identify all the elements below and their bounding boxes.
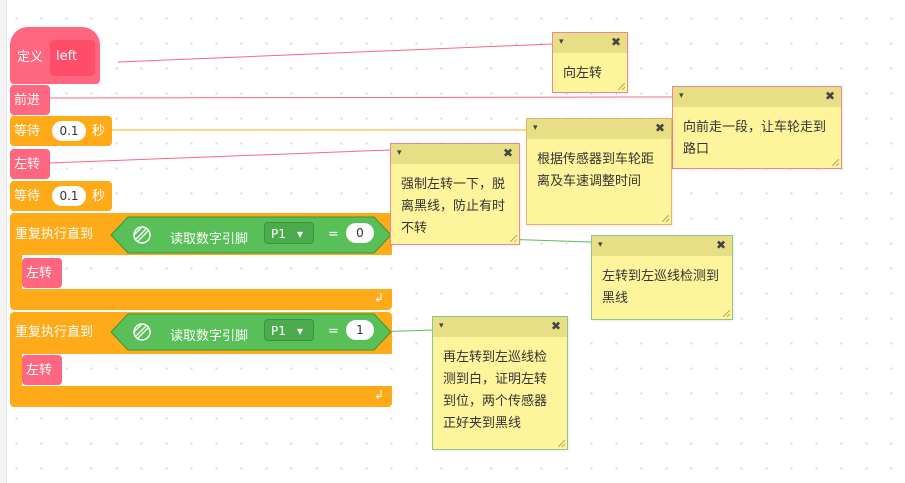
resize-handle-icon[interactable] (723, 310, 730, 317)
comment-header[interactable] (673, 87, 841, 107)
comment-text[interactable]: 向前走一段，让车轮走到路口 (683, 120, 827, 157)
collapse-icon[interactable]: ▾ (533, 123, 538, 133)
pin-value-2: P1 (271, 324, 286, 338)
wait-unit-2: 秒 (92, 189, 106, 204)
sensor-condition-1[interactable] (110, 216, 392, 254)
wait-label: 等待 (14, 124, 41, 139)
comment-link-define (117, 43, 553, 63)
pin-dropdown-2[interactable]: P1 ▾ (264, 319, 314, 341)
resize-handle-icon[interactable] (832, 159, 839, 166)
repeat-label-2: 重复执行直到 (15, 325, 94, 340)
wait-block[interactable]: 等待 0.1 秒 (10, 116, 112, 146)
close-icon[interactable]: ✖ (715, 238, 726, 252)
comment-link-turn (49, 149, 391, 164)
compare-value-input-1[interactable]: 0 (346, 223, 374, 243)
repeat-body-label-2: 左转 (26, 363, 53, 378)
repeat-body-turn-left-1[interactable]: 左转 (22, 258, 62, 288)
light-sensor-icon-2 (133, 323, 151, 341)
close-icon[interactable]: ✖ (502, 146, 513, 160)
wait-block-2[interactable]: 等待 0.1 秒 (10, 181, 112, 211)
collapse-icon[interactable]: ▾ (598, 240, 603, 250)
comment-text[interactable]: 再左转到左巡线检测到白，证明左转到位，两个传感器正好夹到黑线 (443, 350, 548, 431)
comment-header[interactable] (433, 317, 567, 337)
loop-arrow-icon: ↲ (373, 291, 384, 305)
close-icon[interactable]: ✖ (610, 35, 621, 49)
loop-arrow-icon-2: ↲ (373, 388, 384, 402)
collapse-icon[interactable]: ▾ (559, 37, 564, 47)
compare-value-input-2[interactable]: 1 (346, 320, 374, 340)
comment-text[interactable]: 强制左转一下，脱离黑线，防止有时不转 (401, 177, 506, 236)
chevron-down-icon-2: ▾ (297, 324, 304, 338)
comment-text[interactable]: 根据传感器到车轮距离及车速调整时间 (537, 152, 655, 189)
wait-unit: 秒 (92, 124, 106, 139)
define-name-box[interactable]: left (50, 40, 95, 76)
repeat-footer-2: ↲ (10, 386, 392, 407)
resize-handle-icon[interactable] (662, 215, 669, 222)
turn-left-block[interactable]: 左转 (10, 149, 50, 179)
comment-header[interactable] (391, 144, 519, 164)
resize-handle-icon[interactable] (618, 83, 625, 90)
comment-header[interactable] (592, 236, 732, 256)
define-name: left (56, 49, 78, 64)
resize-handle-icon[interactable] (510, 235, 517, 242)
close-icon[interactable]: ✖ (550, 319, 561, 333)
wait-label-2: 等待 (14, 189, 41, 204)
resize-handle-icon[interactable] (558, 440, 565, 447)
repeat-arm-2 (10, 354, 22, 388)
comment-header[interactable] (527, 119, 671, 139)
chevron-down-icon: ▾ (297, 227, 304, 241)
collapse-icon[interactable]: ▾ (439, 321, 444, 331)
comment-link-forward (49, 96, 673, 99)
repeat-body-label-1: 左转 (26, 266, 53, 281)
define-block[interactable]: 定义 left (10, 27, 100, 84)
comment-header[interactable] (553, 33, 627, 53)
sensor-condition-2[interactable] (110, 313, 392, 351)
wait-value-input[interactable]: 0.1 (52, 121, 86, 141)
sensor-label-1: 读取数字引脚 (170, 232, 249, 247)
comment-note-1[interactable]: ▾ ✖ 向左转 (552, 32, 628, 93)
close-icon[interactable]: ✖ (654, 121, 665, 135)
comment-note-6[interactable]: ▾ ✖ 再左转到左巡线检测到白，证明左转到位，两个传感器正好夹到黑线 (432, 316, 568, 450)
light-sensor-icon (133, 226, 151, 244)
equals-operator-2: = (328, 324, 339, 339)
forward-block[interactable]: 前进 (10, 85, 50, 115)
comment-note-3[interactable]: ▾ ✖ 根据传感器到车轮距离及车速调整时间 (526, 118, 672, 225)
repeat-label-1: 重复执行直到 (15, 227, 94, 242)
workspace-left-edge (0, 0, 7, 483)
define-label: 定义 (17, 50, 44, 65)
pin-value-1: P1 (271, 227, 286, 241)
comment-note-2[interactable]: ▾ ✖ 向前走一段，让车轮走到路口 (672, 86, 842, 169)
wait-value-input-2[interactable]: 0.1 (52, 186, 86, 206)
comment-text[interactable]: 左转到左巡线检测到黑线 (602, 269, 720, 306)
equals-operator-1: = (328, 227, 339, 242)
repeat-until-block-1[interactable]: 重复执行直到 ↲ 读取数字引脚 P1 ▾ = 0 左转 (10, 213, 392, 313)
pin-dropdown-1[interactable]: P1 ▾ (264, 222, 314, 244)
collapse-icon[interactable]: ▾ (397, 148, 402, 158)
comment-text[interactable]: 向左转 (563, 66, 603, 81)
turn-left-label: 左转 (14, 157, 41, 172)
repeat-body-turn-left-2[interactable]: 左转 (22, 355, 62, 385)
comment-note-4[interactable]: ▾ ✖ 强制左转一下，脱离黑线，防止有时不转 (390, 143, 520, 245)
sensor-label-2: 读取数字引脚 (170, 329, 249, 344)
repeat-until-block-2[interactable]: 重复执行直到 ↲ 读取数字引脚 P1 ▾ = 1 左转 (10, 312, 392, 412)
repeat-arm-1 (10, 255, 22, 291)
repeat-footer-1: ↲ (10, 289, 392, 310)
collapse-icon[interactable]: ▾ (679, 91, 684, 101)
forward-label: 前进 (14, 93, 41, 108)
close-icon[interactable]: ✖ (824, 89, 835, 103)
comment-note-5[interactable]: ▾ ✖ 左转到左巡线检测到黑线 (591, 235, 733, 320)
